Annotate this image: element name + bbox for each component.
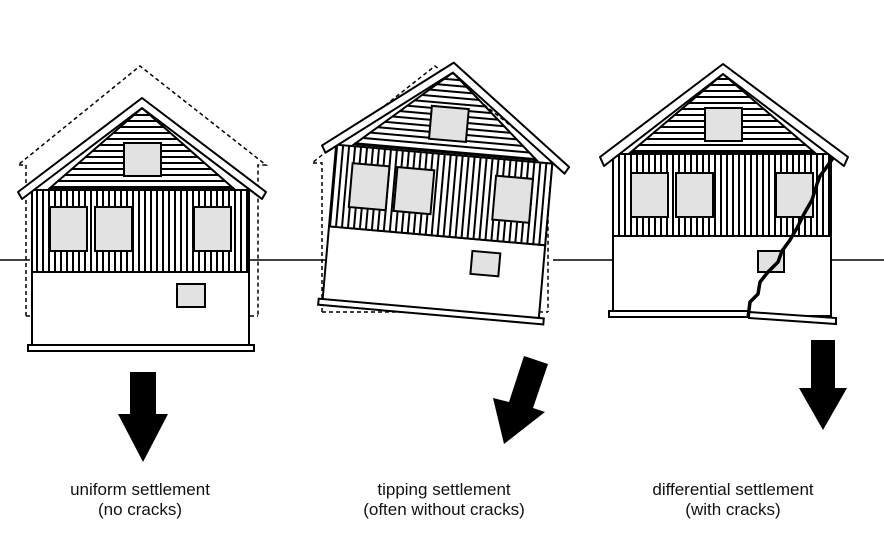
caption-tipping-line1: tipping settlement	[377, 480, 511, 499]
house-tipping	[309, 61, 571, 326]
caption-tipping-line2: (often without cracks)	[363, 500, 525, 519]
house-differential	[599, 63, 849, 326]
house-body	[17, 97, 267, 352]
caption-differential-line1: differential settlement	[652, 480, 814, 499]
caption-uniform: uniform settlement (no cracks)	[10, 480, 270, 520]
caption-uniform-line2: (no cracks)	[97, 500, 183, 519]
caption-differential-line2: (with cracks)	[685, 500, 781, 519]
down-arrow	[799, 340, 847, 430]
crack-line	[746, 156, 835, 319]
caption-tipping: tipping settlement (often without cracks…	[314, 480, 574, 520]
caption-uniform-line1: uniform settlement	[70, 480, 210, 499]
house-body	[317, 61, 571, 326]
tipping-arrow	[493, 356, 548, 444]
down-arrow	[118, 372, 168, 462]
caption-differential: differential settlement (with cracks)	[603, 480, 863, 520]
house-uniform	[15, 65, 269, 352]
